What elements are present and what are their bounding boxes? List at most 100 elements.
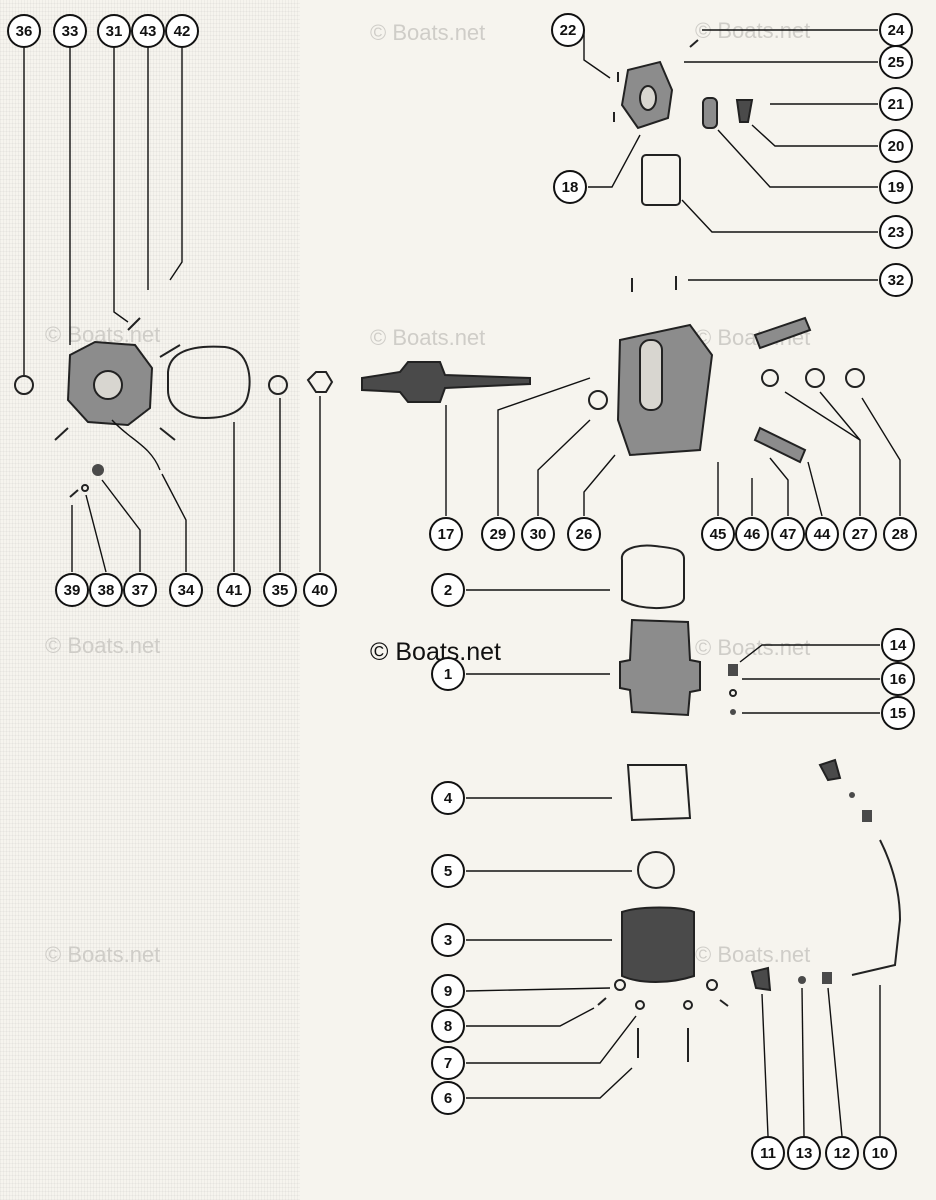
stud: [54, 427, 69, 441]
callout-46[interactable]: 46: [735, 517, 769, 551]
leader-lines: [23, 29, 901, 1137]
callout-11[interactable]: 11: [751, 1136, 785, 1170]
leader-line: [466, 1015, 637, 1064]
fitting: [862, 810, 872, 822]
callout-9[interactable]: 9: [431, 974, 465, 1008]
callout-16[interactable]: 16: [881, 662, 915, 696]
callout-label: 45: [710, 526, 727, 543]
callout-14[interactable]: 14: [881, 628, 915, 662]
callout-8[interactable]: 8: [431, 1009, 465, 1043]
callout-44[interactable]: 44: [805, 517, 839, 551]
callout-33[interactable]: 33: [53, 14, 87, 48]
callout-28[interactable]: 28: [883, 517, 917, 551]
callout-20[interactable]: 20: [879, 129, 913, 163]
callout-42[interactable]: 42: [165, 14, 199, 48]
callout-15[interactable]: 15: [881, 696, 915, 730]
callout-32[interactable]: 32: [879, 263, 913, 297]
callout-label: 21: [888, 96, 905, 113]
callout-35[interactable]: 35: [263, 573, 297, 607]
callout-2[interactable]: 2: [431, 573, 465, 607]
bearing-cap: [753, 316, 812, 350]
callout-label: 8: [444, 1018, 452, 1035]
callout-6[interactable]: 6: [431, 1081, 465, 1115]
callout-1[interactable]: 1: [431, 657, 465, 691]
leader-line: [861, 397, 901, 516]
callout-39[interactable]: 39: [55, 573, 89, 607]
callout-13[interactable]: 13: [787, 1136, 821, 1170]
callout-47[interactable]: 47: [771, 517, 805, 551]
seal-ring: [845, 368, 865, 388]
washer: [635, 1000, 645, 1010]
callout-label: 46: [744, 526, 761, 543]
callout-label: 29: [490, 526, 507, 543]
callout-45[interactable]: 45: [701, 517, 735, 551]
o-ring: [637, 851, 675, 889]
cylinder-block: [619, 618, 701, 717]
fitting: [822, 972, 832, 984]
callout-38[interactable]: 38: [89, 573, 123, 607]
washer: [683, 1000, 693, 1010]
callout-34[interactable]: 34: [169, 573, 203, 607]
callout-label: 42: [174, 23, 191, 40]
callout-21[interactable]: 21: [879, 87, 913, 121]
callout-label: 37: [132, 582, 149, 599]
callout-label: 44: [814, 526, 831, 543]
callout-43[interactable]: 43: [131, 14, 165, 48]
leader-line: [583, 30, 611, 79]
callout-37[interactable]: 37: [123, 573, 157, 607]
leader-line: [769, 457, 789, 516]
callout-31[interactable]: 31: [97, 14, 131, 48]
screw: [719, 999, 729, 1007]
callout-label: 28: [892, 526, 909, 543]
callout-10[interactable]: 10: [863, 1136, 897, 1170]
leader-line: [739, 644, 880, 663]
leader-line: [101, 479, 141, 572]
callout-7[interactable]: 7: [431, 1046, 465, 1080]
callout-label: 22: [560, 22, 577, 39]
callout-label: 31: [106, 23, 123, 40]
screw: [69, 489, 79, 498]
callout-29[interactable]: 29: [481, 517, 515, 551]
callout-25[interactable]: 25: [879, 45, 913, 79]
callout-label: 9: [444, 983, 452, 1000]
callout-3[interactable]: 3: [431, 923, 465, 957]
callout-23[interactable]: 23: [879, 215, 913, 249]
callout-17[interactable]: 17: [429, 517, 463, 551]
callout-12[interactable]: 12: [825, 1136, 859, 1170]
callout-label: 6: [444, 1090, 452, 1107]
seal-ring: [14, 375, 34, 395]
bearing-cap: [753, 426, 807, 464]
callout-22[interactable]: 22: [551, 13, 585, 47]
callout-18[interactable]: 18: [553, 170, 587, 204]
washer: [614, 979, 626, 991]
leader-line: [537, 419, 591, 516]
callout-36[interactable]: 36: [7, 14, 41, 48]
callout-30[interactable]: 30: [521, 517, 555, 551]
crankcase: [616, 323, 714, 457]
reed-stop: [702, 97, 718, 129]
check-ball: [849, 792, 855, 798]
callout-40[interactable]: 40: [303, 573, 337, 607]
leader-line: [588, 134, 641, 188]
callout-label: 35: [272, 582, 289, 599]
callout-label: 4: [444, 790, 453, 807]
leader-line: [827, 987, 843, 1137]
callout-label: 24: [888, 22, 905, 39]
callout-label: 43: [140, 23, 157, 40]
callout-5[interactable]: 5: [431, 854, 465, 888]
seal-ring: [805, 368, 825, 388]
callout-19[interactable]: 19: [879, 170, 913, 204]
callout-26[interactable]: 26: [567, 517, 601, 551]
callout-label: 36: [16, 23, 33, 40]
callout-label: 40: [312, 582, 329, 599]
callout-label: 26: [576, 526, 593, 543]
parts: [14, 39, 902, 1062]
callout-27[interactable]: 27: [843, 517, 877, 551]
callout-4[interactable]: 4: [431, 781, 465, 815]
callout-label: 16: [890, 671, 907, 688]
callout-41[interactable]: 41: [217, 573, 251, 607]
crankcase-port: [639, 339, 663, 411]
watermark: © Boats.net: [45, 633, 160, 658]
callout-24[interactable]: 24: [879, 13, 913, 47]
